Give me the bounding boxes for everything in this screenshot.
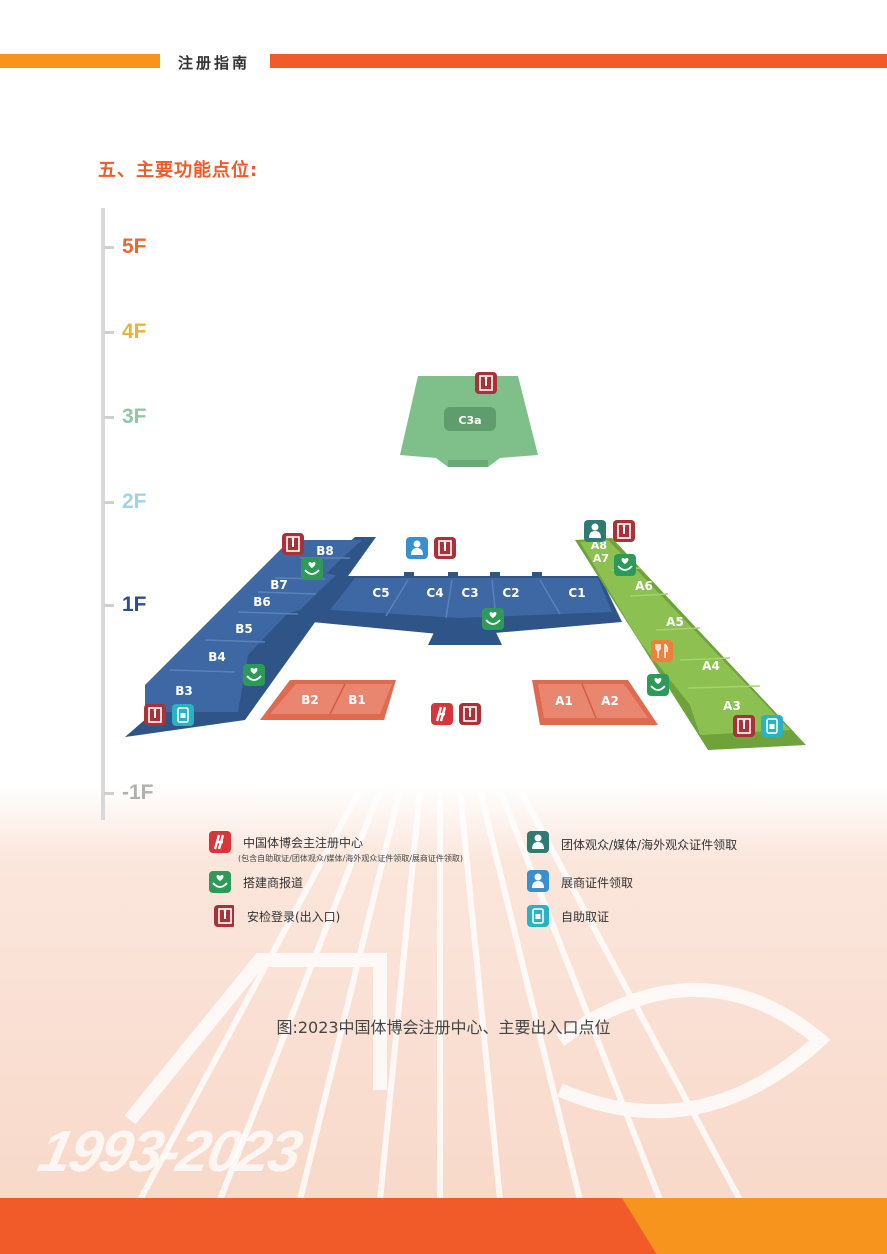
- registration-center-icon: [429, 701, 455, 727]
- track-lines: [124, 790, 831, 1200]
- hall-c1: C1: [568, 586, 585, 600]
- legend-builder: 搭建商报道: [243, 876, 304, 890]
- header-bar-left: [0, 54, 160, 68]
- header-title: 注册指南: [178, 54, 251, 72]
- hall-b7: B7: [270, 578, 288, 592]
- hall-b6: B6: [253, 595, 271, 609]
- hall-c5: C5: [372, 586, 389, 600]
- hall-a8: A8: [591, 539, 607, 552]
- floor-label-3f: 3F: [122, 405, 147, 428]
- hall-b2: B2: [301, 693, 319, 707]
- hall-a2: A2: [601, 694, 619, 708]
- hall-b3: B3: [175, 684, 193, 698]
- hall-b4: B4: [208, 650, 226, 664]
- hall-c4: C4: [426, 586, 443, 600]
- legend-registration: 中国体博会主注册中心: [243, 836, 364, 850]
- builder-icon: [613, 553, 637, 577]
- legend-icons-left: [208, 830, 234, 928]
- legend-icons-right: [526, 831, 550, 928]
- hall-c3: C3: [461, 586, 478, 600]
- floor-label-b1f: -1F: [122, 781, 154, 804]
- floor-tick: [104, 501, 114, 504]
- registration-center-icon: [208, 830, 233, 855]
- builder-icon: [208, 870, 232, 894]
- hall-a3: A3: [723, 699, 741, 713]
- security-icon: [433, 536, 457, 560]
- hall-b1: B1: [348, 693, 366, 707]
- hall-a7: A7: [593, 552, 609, 565]
- floor-label-4f: 4F: [122, 320, 147, 343]
- food-icon: [650, 639, 674, 663]
- legend-registration-sub: (包含自助取证/团体观众/媒体/海外观众证件领取/展商证件领取): [238, 854, 464, 863]
- security-icon: [458, 702, 482, 726]
- legend-security: 安检登录(出入口): [247, 910, 341, 924]
- legend-self-service: 自助取证: [561, 910, 610, 924]
- floor-label-1f: 1F: [122, 593, 147, 616]
- floor-tick: [104, 604, 114, 607]
- hall-a6: A6: [635, 579, 653, 593]
- floor-axis: [101, 208, 105, 820]
- security-icon: [143, 703, 167, 727]
- security-icon: [213, 904, 234, 928]
- security-icon: [474, 371, 498, 395]
- exhibitor-badge-icon: [406, 537, 428, 559]
- header-bar-right: [270, 54, 887, 68]
- self-service-icon: [171, 703, 195, 727]
- hall-c3a: C3a: [458, 414, 481, 427]
- self-service-icon: [760, 714, 784, 738]
- hall-a5: A5: [666, 615, 684, 629]
- floor-tick: [104, 792, 114, 795]
- security-icon: [732, 714, 756, 738]
- section-title: 五、主要功能点位:: [98, 160, 259, 181]
- security-icon: [281, 532, 305, 556]
- exhibitor-badge-icon: [527, 870, 549, 892]
- floor-label-2f: 2F: [122, 490, 147, 513]
- footer-accent: [622, 1198, 887, 1254]
- group-badge-icon: [584, 520, 606, 542]
- floor-label-5f: 5F: [122, 235, 147, 258]
- legend-group: 团体观众/媒体/海外观众证件领取: [561, 838, 738, 852]
- hall-c2: C2: [502, 586, 519, 600]
- watermark-years: 1993-2023: [33, 1119, 307, 1184]
- hall-b8: B8: [316, 544, 334, 558]
- floor-tick: [104, 246, 114, 249]
- venue-map: C3a B8 B7 B6 B5 B4 B3 C5 C4 C3 C2 C1 B2 …: [125, 371, 806, 750]
- legend-exhibitor: 展商证件领取: [561, 876, 634, 890]
- builder-icon: [481, 607, 505, 631]
- self-service-icon: [526, 904, 550, 928]
- hall-a1: A1: [555, 694, 573, 708]
- hall-a4: A4: [702, 659, 720, 673]
- builder-icon: [300, 557, 324, 581]
- group-badge-icon: [527, 831, 549, 853]
- security-icon: [612, 519, 636, 543]
- floor-tick: [104, 331, 114, 334]
- figure-caption: 图:2023中国体博会注册中心、主要出入口点位: [276, 1018, 611, 1037]
- hall-b5: B5: [235, 622, 253, 636]
- floor-tick: [104, 416, 114, 419]
- builder-icon: [646, 673, 670, 697]
- builder-icon: [242, 663, 266, 687]
